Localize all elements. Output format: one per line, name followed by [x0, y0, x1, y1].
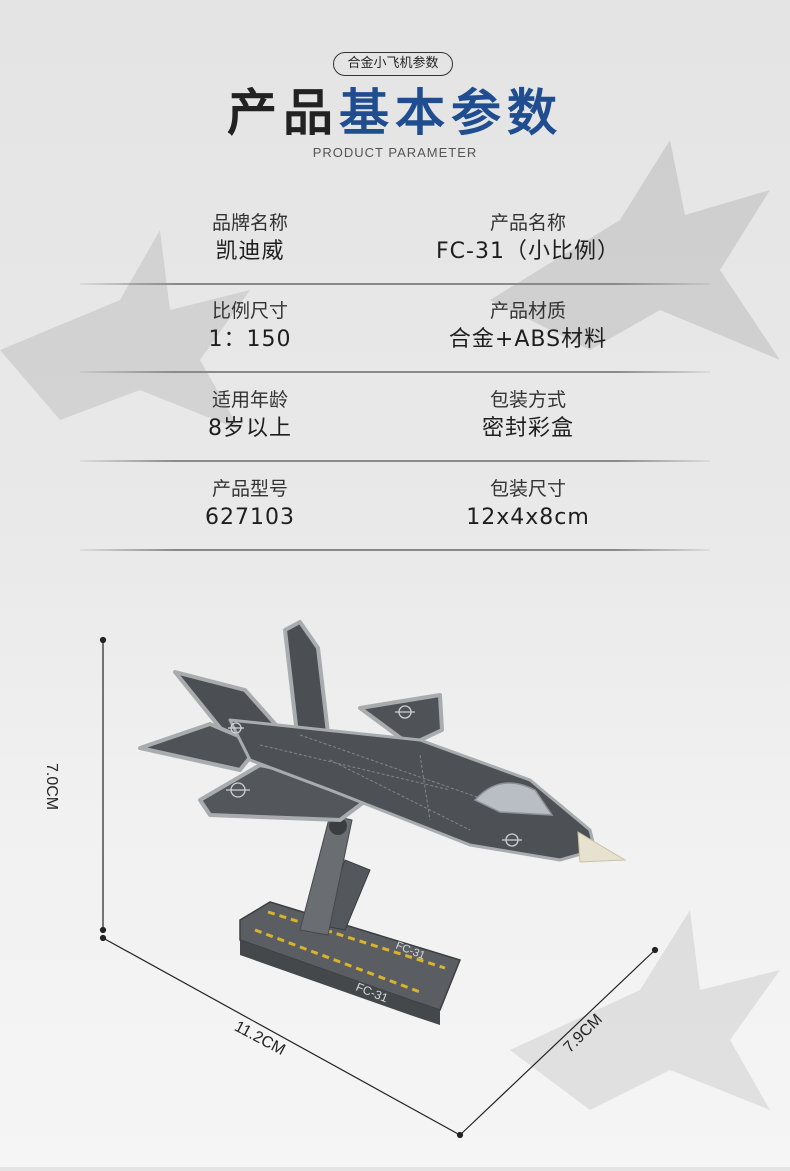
- row-divider: [80, 549, 710, 551]
- param-label: 产品型号: [211, 478, 288, 500]
- param-label: 适用年龄: [211, 389, 288, 411]
- param-row: 产品型号 627103 包装尺寸 12x4x8cm: [80, 462, 710, 551]
- param-cell: 适用年龄 8岁以上: [120, 373, 380, 445]
- param-cell: 产品名称 FC-31（小比例）: [398, 196, 658, 268]
- param-value: 凯迪威: [215, 239, 285, 264]
- param-value: 密封彩盒: [481, 416, 574, 441]
- param-cell: 包装尺寸 12x4x8cm: [398, 462, 658, 534]
- product-image-area: FC-31 FC-31: [0, 600, 790, 1167]
- page-subtitle: PRODUCT PARAMETER: [312, 145, 478, 160]
- param-row: 品牌名称 凯迪威 产品名称 FC-31（小比例）: [80, 196, 710, 285]
- param-label: 品牌名称: [211, 212, 288, 234]
- param-value: 627103: [205, 505, 295, 530]
- param-label: 产品名称: [489, 212, 566, 234]
- row-divider: [80, 283, 710, 285]
- height-dimension-label: 7.0CM: [43, 763, 60, 811]
- param-row: 适用年龄 8岁以上 包装方式 密封彩盒: [80, 373, 710, 462]
- param-value: FC-31（小比例）: [436, 239, 620, 264]
- param-cell: 品牌名称 凯迪威: [120, 196, 380, 268]
- background-jet-silhouette-icon: [0, 230, 250, 430]
- param-cell: 比例尺寸 1：150: [120, 284, 380, 356]
- param-label: 比例尺寸: [211, 300, 288, 322]
- background-jet-silhouette-icon: [490, 140, 780, 360]
- param-label: 产品材质: [489, 300, 566, 322]
- param-value: 12x4x8cm: [466, 505, 590, 530]
- row-divider: [80, 460, 710, 462]
- category-badge: 合金小飞机参数: [333, 52, 453, 76]
- dimension-lines: [99, 636, 659, 1139]
- param-value: 8岁以上: [208, 416, 292, 441]
- param-label: 包装方式: [489, 389, 566, 411]
- param-value: 合金+ABS材料: [448, 327, 608, 352]
- param-value: 1：150: [208, 327, 292, 352]
- background-jet-silhouette-icon: [510, 910, 780, 1110]
- title-part-dark: 产品: [227, 84, 339, 142]
- title-part-blue: 基本参数: [339, 84, 563, 142]
- page-title: 产品基本参数: [0, 80, 790, 146]
- param-cell: 产品材质 合金+ABS材料: [398, 284, 658, 356]
- param-cell: 包装方式 密封彩盒: [398, 373, 658, 445]
- param-row: 比例尺寸 1：150 产品材质 合金+ABS材料: [80, 284, 710, 373]
- param-label: 包装尺寸: [489, 478, 566, 500]
- row-divider: [80, 371, 710, 373]
- param-cell: 产品型号 627103: [120, 462, 380, 534]
- fighter-jet-model-icon: FC-31 FC-31: [99, 620, 659, 1139]
